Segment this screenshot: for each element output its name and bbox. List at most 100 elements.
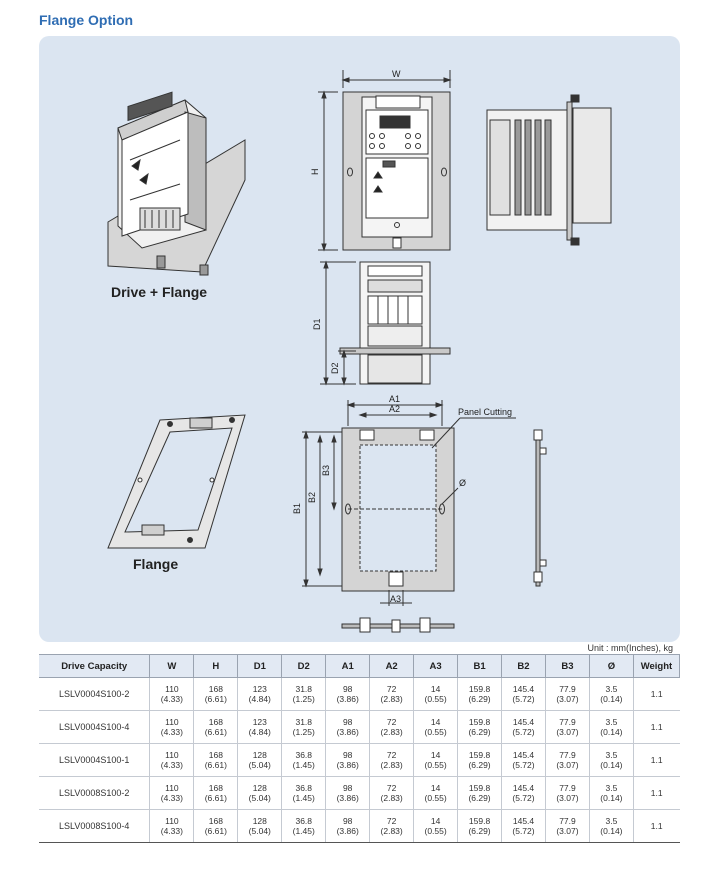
col-header: Drive Capacity <box>39 654 151 678</box>
cell-value-inch: (4.33) <box>160 760 183 770</box>
cell-value-inch: (5.72) <box>512 826 535 836</box>
cell-value-mm: 98 <box>342 816 353 826</box>
table-cell: 72(2.83) <box>369 809 414 843</box>
weight-cell: 1.1 <box>632 809 680 843</box>
cell-value-inch: (3.07) <box>556 694 579 704</box>
table-cell: 14(0.55) <box>413 809 458 843</box>
table-cell: 110(4.33) <box>149 743 194 777</box>
table-cell: 128(5.04) <box>237 776 282 810</box>
table-cell: 168(6.61) <box>193 809 238 843</box>
cell-value-inch: (6.61) <box>204 793 227 803</box>
cell-value-inch: (6.61) <box>204 727 227 737</box>
panel-cutting-label: Panel Cutting <box>458 407 512 417</box>
table-cell: 3.5(0.14) <box>588 776 634 810</box>
table-header-row: Drive Capacity W H D1 D2 A1 A2 A3 B1 B2 … <box>39 654 681 678</box>
table-cell: 77.9(3.07) <box>544 809 590 843</box>
table-cell: 110(4.33) <box>149 809 194 843</box>
table-cell: 168(6.61) <box>193 677 238 711</box>
cell-value-inch: (2.83) <box>380 694 403 704</box>
cell-value-inch: (4.84) <box>248 694 271 704</box>
drive-flange-iso-drawing <box>107 91 246 276</box>
dim-label-d1: D1 <box>312 318 322 330</box>
dim-label-a1: A1 <box>389 394 400 404</box>
cell-value-mm: 14 <box>430 783 441 793</box>
cell-value-mm: 31.8 <box>295 684 313 694</box>
unit-note: Unit : mm(Inches), kg <box>587 643 673 653</box>
table-cell: 110(4.33) <box>149 776 194 810</box>
table-cell: 159.8(6.29) <box>457 776 502 810</box>
technical-drawings: W H D1 D2 A1 A2 A3 B1 B2 B3 Ø Panel Cutt… <box>107 69 612 633</box>
cell-value-inch: (5.04) <box>248 826 271 836</box>
table-cell: 128(5.04) <box>237 809 282 843</box>
weight-cell: 1.1 <box>632 776 680 810</box>
col-header: Weight <box>632 654 681 678</box>
cell-value-inch: (3.07) <box>556 727 579 737</box>
drive-capacity-cell: LSLV0008S100-2 <box>39 776 150 810</box>
cell-value-mm: 128 <box>252 783 267 793</box>
cell-value-mm: 168 <box>208 750 223 760</box>
cell-value-inch: (6.61) <box>204 760 227 770</box>
cell-value-mm: 168 <box>208 783 223 793</box>
table-cell: 123(4.84) <box>237 710 282 744</box>
table-cell: 72(2.83) <box>369 677 414 711</box>
cell-value-mm: 72 <box>386 783 397 793</box>
table-cell: 3.5(0.14) <box>588 743 634 777</box>
dim-label-h: H <box>310 169 320 176</box>
table-cell: 36.8(1.45) <box>281 743 326 777</box>
flange-side-drawing <box>533 429 547 587</box>
cell-value-inch: (6.29) <box>468 694 491 704</box>
col-header: A1 <box>325 654 371 678</box>
table-cell: 110(4.33) <box>149 710 194 744</box>
table-cell: 159.8(6.29) <box>457 743 502 777</box>
cell-value-mm: 128 <box>252 816 267 826</box>
cell-value-mm: 77.9 <box>559 750 576 760</box>
table-cell: 77.9(3.07) <box>544 743 590 777</box>
cell-value-mm: 128 <box>252 750 267 760</box>
table-cell: 14(0.55) <box>413 776 458 810</box>
table-cell: 14(0.55) <box>413 710 458 744</box>
cell-value-inch: (3.86) <box>336 793 359 803</box>
flange-label: Flange <box>133 556 179 572</box>
cell-value-mm: 168 <box>208 684 223 694</box>
dimension-labels: W H D1 D2 A1 A2 A3 B1 B2 B3 Ø Panel Cutt… <box>292 69 512 604</box>
spec-table: Drive Capacity W H D1 D2 A1 A2 A3 B1 B2 … <box>39 654 681 843</box>
table-cell: 98(3.86) <box>325 776 370 810</box>
table-cell: 159.8(6.29) <box>457 677 502 711</box>
cell-value-inch: (3.07) <box>556 826 579 836</box>
table-cell: 168(6.61) <box>193 743 238 777</box>
cell-value-mm: 3.5 <box>605 750 618 760</box>
cell-value-mm: 159.8 <box>468 717 491 727</box>
cell-value-inch: (1.45) <box>292 760 315 770</box>
weight-cell: 1.1 <box>632 677 680 711</box>
cell-value-inch: (0.55) <box>424 760 447 770</box>
cell-value-inch: (0.14) <box>600 793 623 803</box>
table-cell: 14(0.55) <box>413 743 458 777</box>
table-cell: 31.8(1.25) <box>281 677 326 711</box>
cell-value-inch: (5.72) <box>512 793 535 803</box>
front-view-drawing <box>318 70 452 252</box>
cell-value-inch: (3.86) <box>336 826 359 836</box>
cell-value-mm: 36.8 <box>295 750 313 760</box>
cell-value-inch: (2.83) <box>380 793 403 803</box>
flange-front-drawing <box>302 400 516 633</box>
table-cell: 3.5(0.14) <box>588 710 634 744</box>
cell-value-mm: 77.9 <box>559 717 576 727</box>
cell-value-mm: 110 <box>165 717 179 727</box>
table-cell: 98(3.86) <box>325 677 370 711</box>
cell-value-mm: 159.8 <box>468 816 491 826</box>
table-cell: 98(3.86) <box>325 743 370 777</box>
cell-value-inch: (0.55) <box>424 694 447 704</box>
cell-value-inch: (3.86) <box>336 694 359 704</box>
cell-value-mm: 36.8 <box>295 783 313 793</box>
table-cell: 72(2.83) <box>369 710 414 744</box>
cell-value-mm: 159.8 <box>468 684 491 694</box>
cell-value-mm: 110 <box>165 684 179 694</box>
dim-label-b1: B1 <box>292 503 302 514</box>
cell-value-inch: (4.84) <box>248 727 271 737</box>
cell-value-inch: (2.83) <box>380 826 403 836</box>
cell-value-mm: 77.9 <box>559 816 576 826</box>
cell-value-mm: 14 <box>430 816 441 826</box>
